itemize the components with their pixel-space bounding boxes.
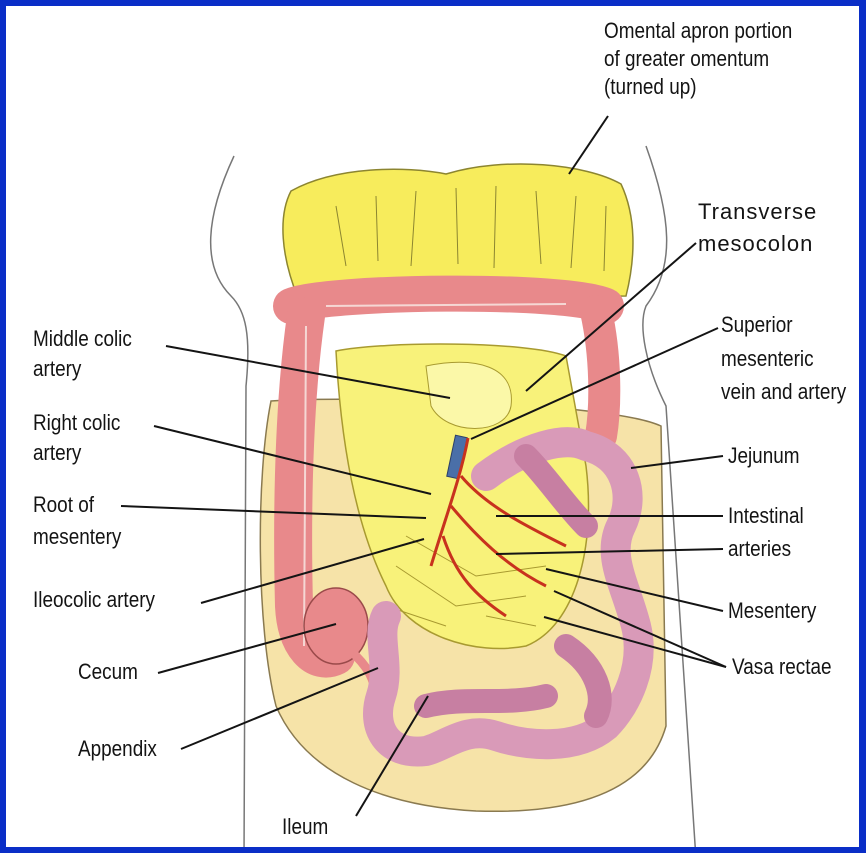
- label-transverse-line2: mesocolon: [698, 231, 813, 257]
- label-jejunum: Jejunum: [728, 443, 800, 469]
- label-appendix: Appendix: [78, 736, 157, 762]
- label-right-colic-line2: artery: [33, 440, 81, 466]
- label-right-colic-line1: Right colic: [33, 410, 120, 436]
- label-middle-colic-line1: Middle colic: [33, 326, 132, 352]
- label-intestinal-line1: Intestinal: [728, 503, 804, 529]
- label-mesentery: Mesentery: [728, 598, 816, 624]
- label-superior-line1: Superior: [721, 312, 793, 338]
- label-middle-colic-line2: artery: [33, 356, 81, 382]
- label-ileocolic: Ileocolic artery: [33, 587, 155, 613]
- label-omental-line2: of greater omentum: [604, 46, 769, 72]
- label-intestinal-line2: arteries: [728, 536, 791, 562]
- label-omental-line1: Omental apron portion: [604, 18, 792, 44]
- label-ileum: Ileum: [282, 814, 328, 840]
- label-superior-line2: mesenteric: [721, 346, 814, 372]
- label-root-line2: mesentery: [33, 524, 121, 550]
- label-vasa-rectae: Vasa rectae: [732, 654, 832, 680]
- label-transverse-line1: Transverse: [698, 199, 817, 225]
- leader-lines: [6, 6, 866, 853]
- label-omental-line3: (turned up): [604, 74, 697, 100]
- label-superior-line3: vein and artery: [721, 379, 846, 405]
- label-root-line1: Root of: [33, 492, 94, 518]
- label-cecum: Cecum: [78, 659, 138, 685]
